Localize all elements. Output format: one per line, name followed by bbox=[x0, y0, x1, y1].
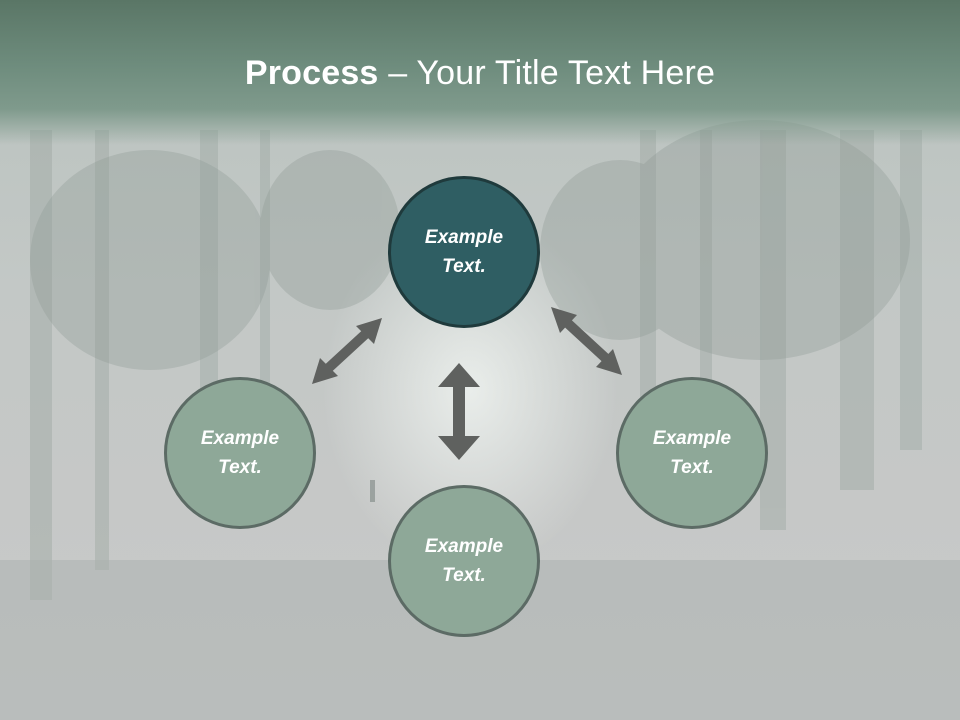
slide-title: Process – Your Title Text Here bbox=[0, 54, 960, 93]
right-node-text: Example Text. bbox=[652, 428, 732, 478]
left-node: Example Text. bbox=[164, 377, 316, 529]
title-banner bbox=[0, 0, 960, 145]
title-bold-part: Process bbox=[244, 54, 379, 92]
center-top-node-text: Example Text. bbox=[424, 227, 504, 277]
title-separator: – bbox=[378, 54, 417, 92]
center-top-node: Example Text. bbox=[388, 176, 540, 328]
left-node-text: Example Text. bbox=[200, 428, 280, 478]
bottom-node: Example Text. bbox=[388, 485, 540, 637]
title-rest-part: Your Title Text Here bbox=[416, 54, 716, 92]
bottom-node-text: Example Text. bbox=[424, 536, 504, 586]
right-node: Example Text. bbox=[616, 377, 768, 529]
